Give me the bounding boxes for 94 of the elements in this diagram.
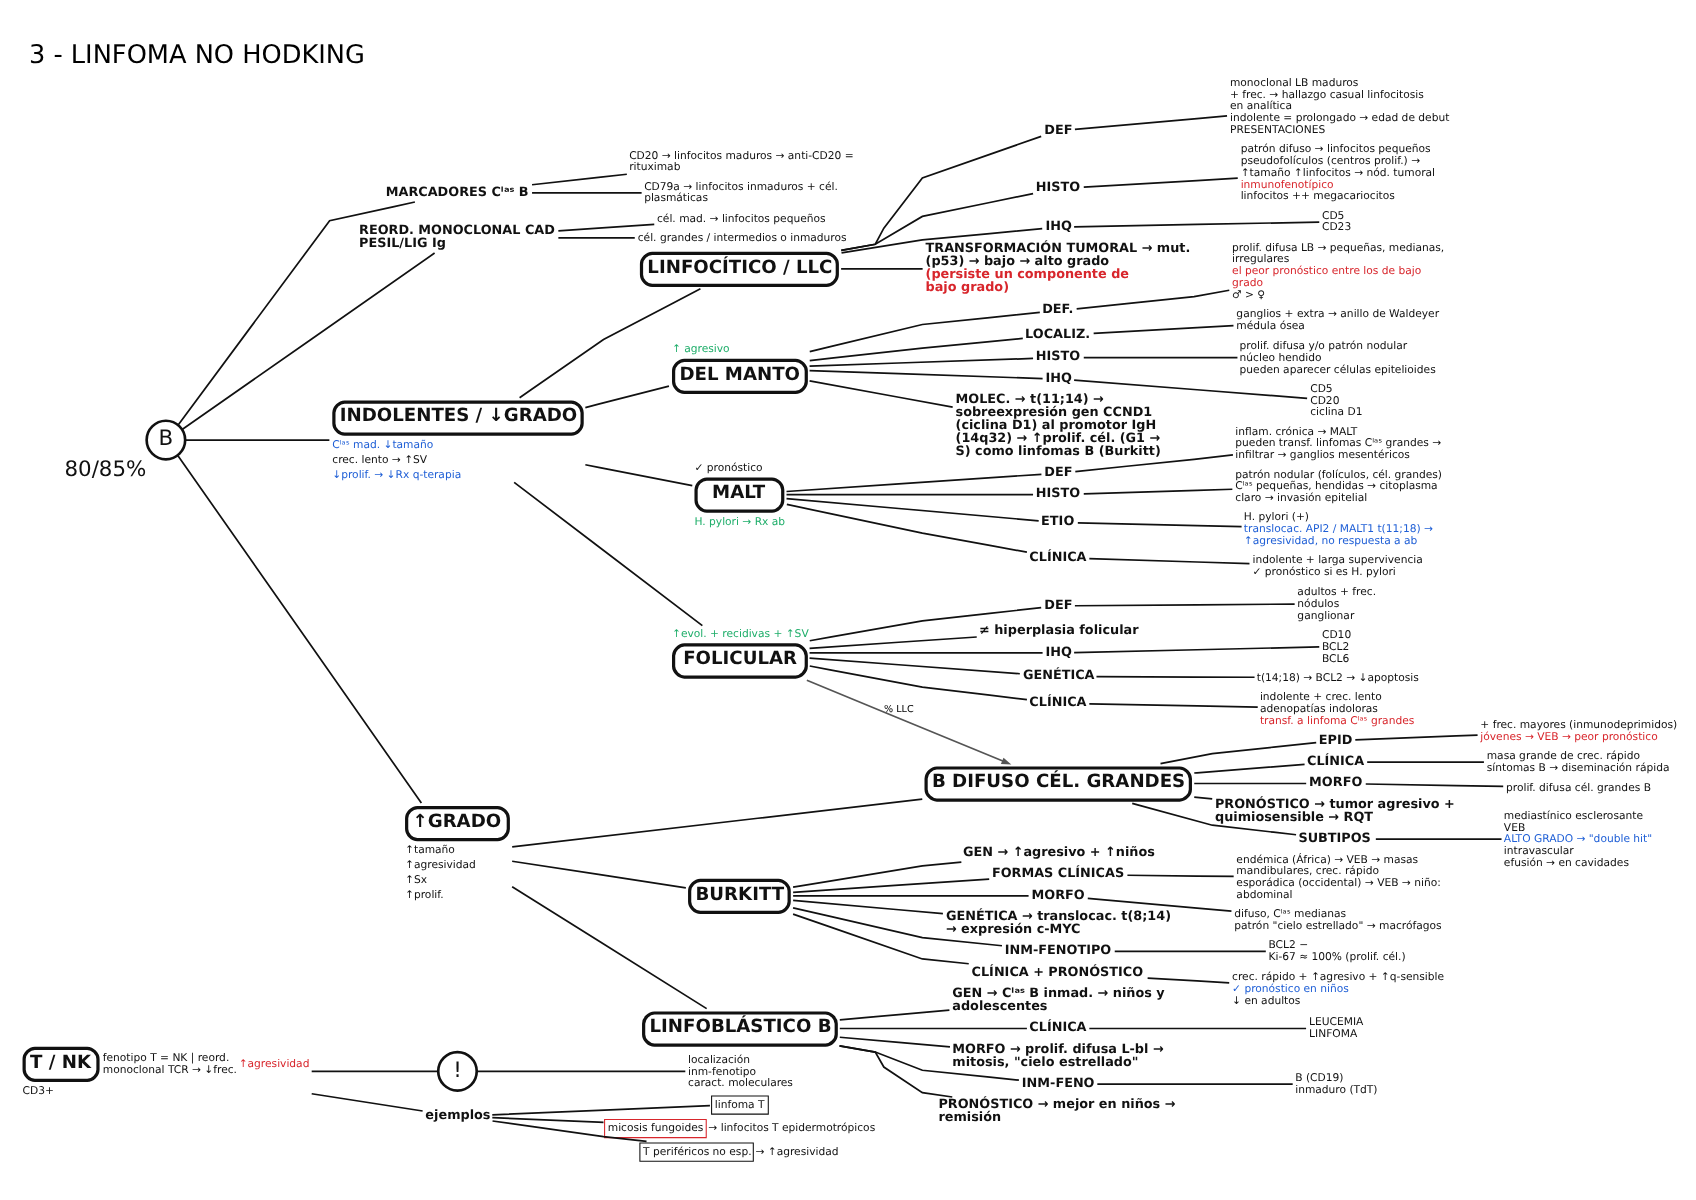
diagram-title: 3 - LINFOMA NO HODKING — [28, 41, 365, 72]
connector — [1073, 221, 1321, 228]
connector — [511, 860, 687, 889]
connector — [1354, 734, 1479, 741]
node-box: DEL MANTO — [672, 358, 808, 395]
connector — [838, 1009, 951, 1021]
connector — [786, 503, 1028, 554]
connector — [808, 369, 1044, 380]
connector — [1375, 838, 1503, 840]
connector — [838, 1044, 954, 1098]
connector — [177, 201, 416, 426]
connector — [1193, 782, 1308, 785]
connector — [785, 473, 1043, 493]
connector — [808, 665, 1028, 701]
connector — [184, 439, 331, 441]
node-box: B DIFUSO CÉL. GRANDES — [924, 766, 1192, 802]
connector — [808, 652, 1044, 654]
connector — [792, 895, 1030, 897]
connector — [1366, 761, 1485, 763]
connector — [1086, 897, 1233, 913]
node-box: T / NK — [22, 1046, 100, 1082]
connector — [1193, 796, 1214, 800]
node-box: FOLICULAR — [672, 643, 808, 679]
connector — [785, 497, 1040, 522]
connector — [491, 1120, 648, 1143]
connector — [1076, 522, 1243, 528]
node-box: LINFOBLÁSTICO B — [642, 1011, 838, 1047]
connector — [1095, 675, 1256, 679]
connector — [557, 236, 636, 239]
connector — [511, 798, 924, 848]
connector — [513, 481, 704, 627]
connector — [1073, 379, 1308, 400]
connector — [1193, 763, 1306, 774]
node-circle: B — [145, 419, 187, 461]
connector — [1088, 1027, 1307, 1030]
connector — [1088, 702, 1259, 708]
connector — [808, 606, 1043, 642]
node-box: MALT — [694, 477, 785, 513]
connector — [1082, 488, 1234, 495]
connector — [310, 1070, 439, 1073]
connector — [518, 287, 702, 399]
connector — [584, 385, 670, 409]
connector — [840, 135, 1043, 252]
connector — [840, 268, 924, 270]
connector — [557, 223, 656, 232]
connector — [511, 885, 708, 1010]
node-box: BURKITT — [688, 878, 791, 915]
connector — [1074, 454, 1234, 473]
connector — [792, 913, 970, 965]
connector — [1159, 741, 1318, 765]
connector — [1073, 646, 1321, 654]
connector — [531, 173, 628, 186]
connector — [177, 454, 423, 804]
connector — [1131, 802, 1297, 836]
connector — [1074, 115, 1228, 131]
connector — [1082, 177, 1239, 189]
connector — [1364, 783, 1505, 788]
node-label: 80/85% — [64, 456, 147, 483]
connector — [792, 899, 944, 915]
connector — [1126, 874, 1235, 878]
connector — [792, 861, 963, 889]
connector — [840, 192, 1034, 252]
connector — [476, 1070, 687, 1073]
node-box: ↑GRADO — [405, 805, 510, 842]
connector — [808, 380, 954, 408]
connector — [584, 463, 694, 487]
connector — [531, 192, 643, 194]
node-box: LINFOCÍTICO / LLC — [639, 251, 839, 288]
connector — [838, 1027, 1028, 1030]
connector — [838, 1036, 951, 1048]
connector — [808, 636, 978, 650]
connector — [491, 1116, 605, 1124]
connector — [792, 907, 1003, 947]
connector — [1082, 356, 1239, 359]
connector — [491, 1104, 711, 1116]
connector — [808, 657, 1021, 675]
connector — [1088, 557, 1251, 565]
connector — [181, 252, 436, 431]
node-circle: ! — [436, 1050, 479, 1092]
connector — [785, 493, 1034, 496]
connector — [1096, 1083, 1294, 1085]
connector — [1113, 950, 1267, 953]
connector — [310, 1092, 424, 1112]
connector — [1092, 324, 1235, 335]
connector — [1146, 977, 1231, 984]
connector — [808, 311, 1041, 353]
connector — [1074, 603, 1296, 607]
arrow — [806, 679, 1012, 765]
connector — [808, 337, 1024, 362]
connector — [808, 357, 1034, 367]
node-box: INDOLENTES / ↓GRADO — [332, 400, 584, 436]
connector — [840, 227, 1044, 254]
connector — [1075, 289, 1231, 310]
connector — [792, 878, 991, 894]
